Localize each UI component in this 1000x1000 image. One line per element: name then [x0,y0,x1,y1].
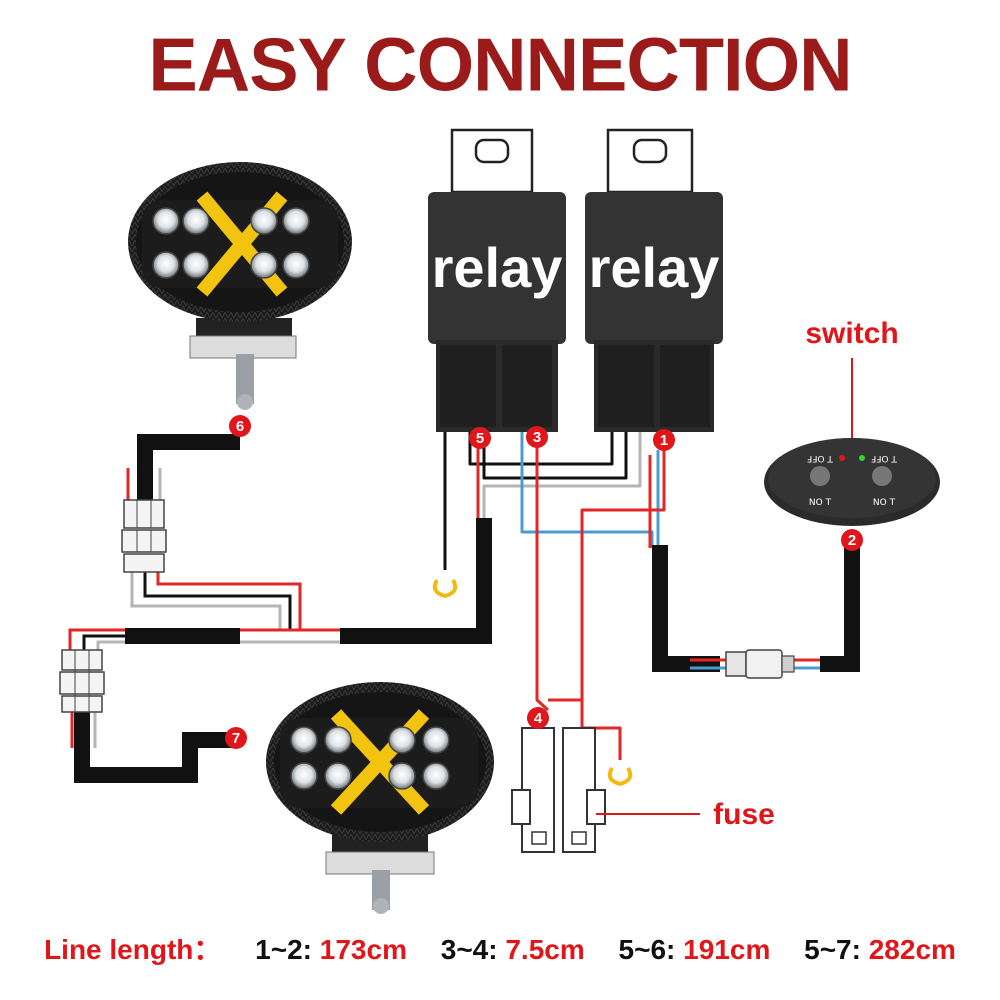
switch-on-right: NO T [873,498,896,508]
marker-1: 1 [653,429,675,451]
line-length-1-2: 1~2: 173cm [255,934,407,965]
switch-label: switch [805,317,898,350]
svg-text:3: 3 [533,429,541,446]
svg-text:1: 1 [660,432,668,449]
svg-text:4: 4 [534,710,543,727]
marker-5: 5 [469,427,491,449]
svg-text:2: 2 [848,532,856,549]
rocker-switch: switch T OFF T OFF NO T NO T [764,317,940,526]
ring-terminal-battery-icon [607,766,633,787]
svg-text:6: 6 [236,418,244,435]
relay-right: relay [585,128,723,432]
line-length-3-4: 3~4: 7.5cm [440,934,585,965]
line-length-5-7: 5~7: 282cm [804,934,956,965]
wires [68,428,860,783]
line-length-label: Line length： [44,934,222,965]
line-length-footer: Line length： 1~2: 173cm 3~4: 7.5cm 5~6: … [0,928,1000,968]
marker-6: 6 [229,415,251,437]
led-lens-group-top [152,207,310,279]
relay-right-label: relay [589,236,720,299]
relay-left: relay [428,128,566,432]
work-light-top [128,162,352,410]
ring-terminal-ground-icon [432,578,458,599]
connector-upper [121,499,167,573]
work-light-bottom [266,682,494,914]
marker-2: 2 [841,529,863,551]
switch-off-right: T OFF [871,453,898,463]
wire-red-1-fuse [548,440,666,702]
page-title: EASY CONNECTION [148,22,852,107]
marker-4: 4 [527,707,549,729]
switch-on-left: NO T [809,498,832,508]
number-markers: 1 2 3 4 5 6 7 [225,415,863,749]
fuse-holder: fuse [511,727,775,853]
wire-blue [520,428,654,548]
marker-3: 3 [526,426,548,448]
switch-plug-connector [725,649,795,679]
switch-off-left: T OFF [807,453,834,463]
line-length-5-6: 5~6: 191cm [618,934,771,965]
fuse-label: fuse [713,798,775,831]
relay-left-label: relay [432,236,563,299]
connector-lower [59,649,105,713]
svg-text:7: 7 [232,730,240,747]
led-lens-group-bottom [290,726,450,790]
marker-7: 7 [225,727,247,749]
svg-text:5: 5 [476,430,484,447]
wire-red-3-4 [535,438,550,712]
